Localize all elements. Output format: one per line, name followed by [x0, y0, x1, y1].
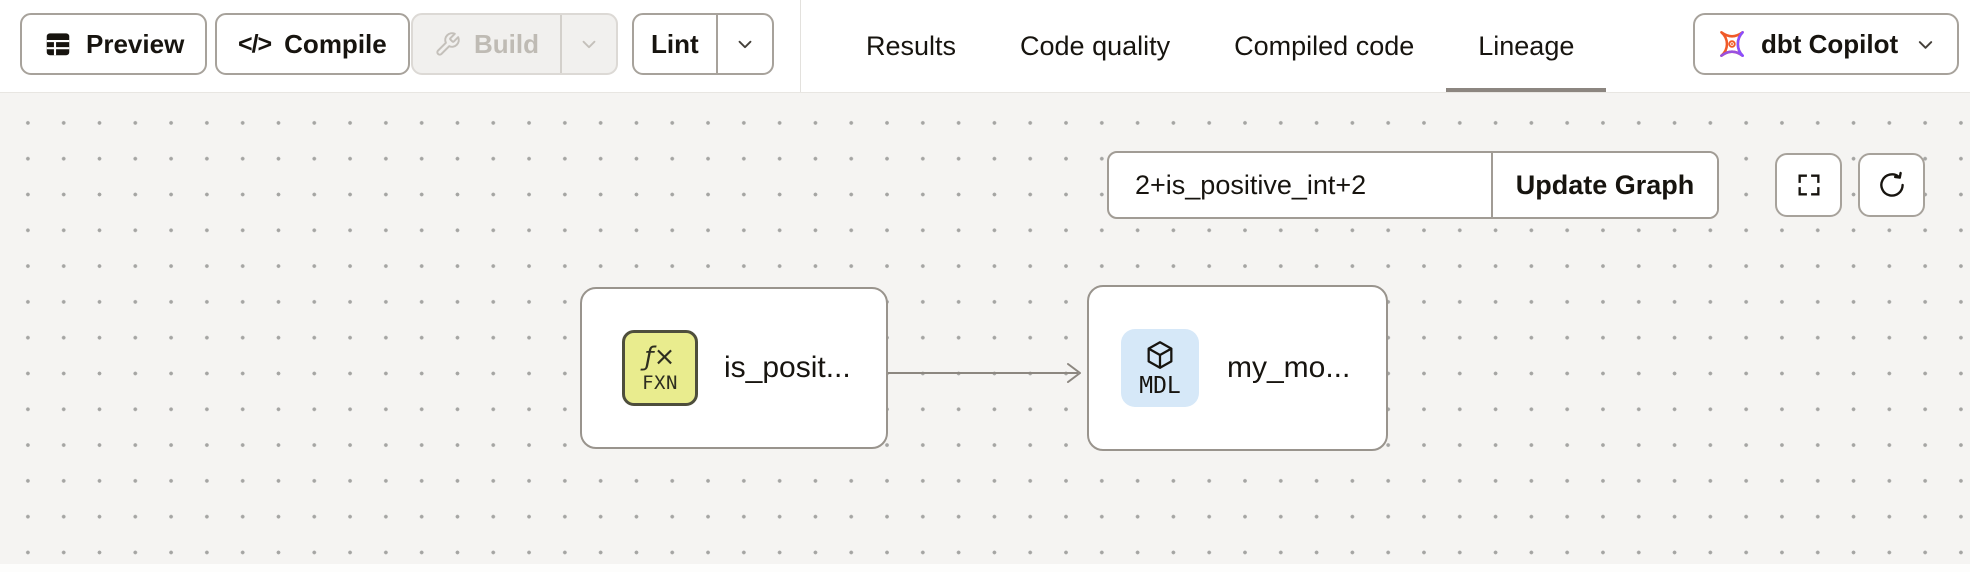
- code-icon: </>: [238, 29, 272, 58]
- chevron-down-icon: [1914, 33, 1937, 56]
- update-graph-button[interactable]: Update Graph: [1493, 153, 1717, 217]
- lineage-edge-arrow: [888, 363, 1081, 383]
- preview-button-label: Preview: [86, 28, 185, 59]
- wrench-icon: [434, 31, 461, 58]
- fullscreen-icon: [1795, 171, 1823, 199]
- lint-button[interactable]: Lint: [634, 15, 716, 73]
- toolbar-tabs-divider: [800, 0, 801, 92]
- tab-lineage-label: Lineage: [1478, 30, 1575, 61]
- lint-button-label: Lint: [651, 28, 699, 59]
- tab-results[interactable]: Results: [834, 0, 988, 92]
- canvas-bottom-edge: [0, 564, 1970, 572]
- lineage-node-model[interactable]: MDL my_mo...: [1087, 285, 1388, 451]
- lineage-node-function[interactable]: ƒ× FXN is_posit...: [580, 287, 888, 449]
- lint-split-button: Lint: [632, 13, 774, 75]
- lineage-canvas[interactable]: 2+is_positive_int+2 Update Graph ƒ× FXN …: [0, 93, 1970, 572]
- tab-compiled-code[interactable]: Compiled code: [1202, 0, 1446, 92]
- chevron-down-icon: [578, 33, 600, 55]
- node-label: is_posit...: [724, 351, 851, 384]
- model-badge: MDL: [1121, 329, 1199, 407]
- model-cube-icon: [1143, 338, 1177, 372]
- active-tab-underline: [1446, 88, 1607, 92]
- refresh-button[interactable]: [1858, 153, 1925, 217]
- build-button[interactable]: Build: [413, 15, 560, 73]
- compile-button[interactable]: </> Compile: [215, 13, 410, 75]
- preview-button[interactable]: Preview: [20, 13, 208, 75]
- dbt-copilot-button[interactable]: dbt Copilot: [1693, 13, 1960, 75]
- node-label: my_mo...: [1227, 351, 1351, 384]
- tab-code-quality[interactable]: Code quality: [988, 0, 1202, 92]
- dbt-copilot-icon: [1715, 27, 1749, 61]
- result-pane-tabs: Results Code quality Compiled code Linea…: [834, 0, 1607, 92]
- dbt-copilot-label: dbt Copilot: [1761, 28, 1899, 59]
- lineage-selector-group: 2+is_positive_int+2 Update Graph: [1107, 151, 1719, 219]
- build-dropdown-toggle[interactable]: [560, 15, 616, 73]
- tab-results-label: Results: [866, 30, 957, 61]
- lineage-selector-input[interactable]: 2+is_positive_int+2: [1109, 153, 1493, 217]
- refresh-icon: [1877, 170, 1907, 200]
- tab-compiled-code-label: Compiled code: [1234, 30, 1415, 61]
- model-badge-label: MDL: [1139, 373, 1181, 399]
- preview-table-icon: [43, 29, 73, 59]
- chevron-down-icon: [734, 33, 756, 55]
- build-split-button: Build: [411, 13, 618, 75]
- tab-code-quality-label: Code quality: [1020, 30, 1171, 61]
- compile-button-label: Compile: [284, 28, 387, 59]
- fullscreen-button[interactable]: [1775, 153, 1842, 217]
- function-fx-icon: ƒ×: [644, 341, 676, 372]
- ide-toolbar: Preview </> Compile Build Lint: [0, 0, 1970, 93]
- lint-dropdown-toggle[interactable]: [715, 15, 772, 73]
- tab-lineage[interactable]: Lineage: [1446, 0, 1607, 92]
- function-badge: ƒ× FXN: [622, 330, 698, 406]
- function-badge-label: FXN: [642, 371, 678, 394]
- build-button-label: Build: [474, 28, 539, 59]
